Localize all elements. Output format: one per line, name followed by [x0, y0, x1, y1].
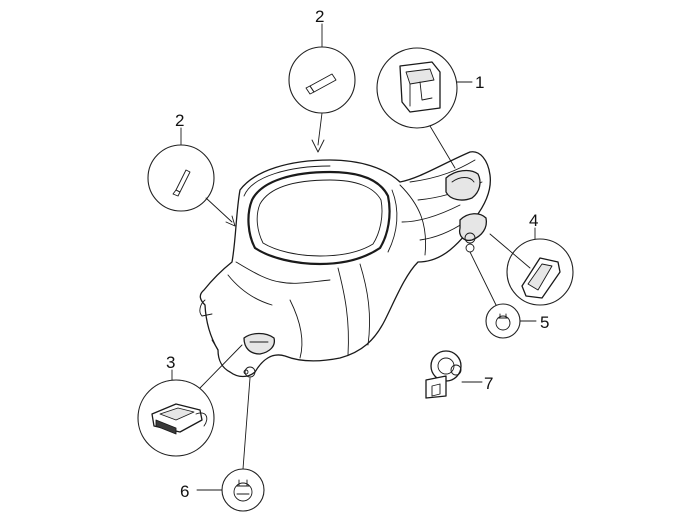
bubble-switch-4: [489, 227, 574, 306]
callout-label-6: 6: [180, 482, 189, 501]
part-socket-7: [425, 350, 483, 399]
handlebar-cover: [199, 151, 491, 378]
callout-label-5: 5: [540, 313, 549, 332]
callout-label-3: 3: [166, 353, 175, 372]
bubble-socket-5: [469, 251, 537, 339]
bubble-left-bulb: [147, 127, 236, 227]
bubble-switch-3: [137, 344, 243, 457]
bubble-switch-1: [376, 47, 473, 169]
callout-label-1: 1: [475, 73, 484, 92]
bubble-socket-6: [196, 377, 265, 512]
callout-label-4: 4: [529, 211, 538, 230]
callout-label-7: 7: [484, 374, 493, 393]
bubble-top-bulb: [288, 23, 356, 153]
callout-label-2-left: 2: [175, 111, 184, 130]
callout-label-2-top: 2: [315, 7, 324, 26]
